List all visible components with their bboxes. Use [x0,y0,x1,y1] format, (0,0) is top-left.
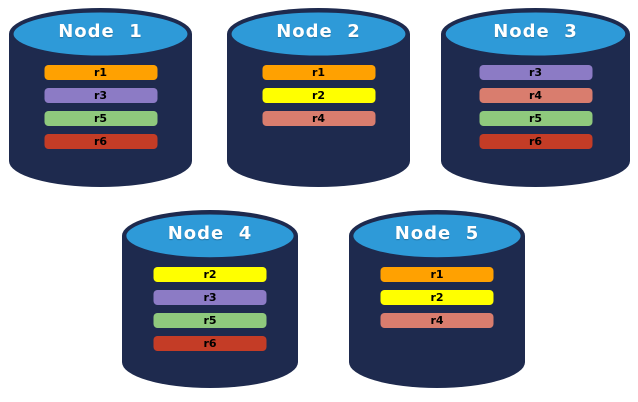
replica-bar-r1: r1 [262,65,375,80]
replica-bar-r5: r5 [479,111,592,126]
replica-bar-r3: r3 [479,65,592,80]
replica-list: r1 r2 r4 [380,267,494,328]
database-node-1: Node 1 r1 r3 r5 r6 [9,8,192,187]
replica-bar-r4: r4 [479,88,592,103]
replica-bar-r6: r6 [44,134,157,149]
node-label: Node 5 [394,223,480,244]
node-label: Node 4 [167,223,253,244]
replica-bar-r4: r4 [262,111,375,126]
replica-bar-r3: r3 [44,88,157,103]
replica-bar-r2: r2 [153,267,267,282]
replica-bar-r4: r4 [380,313,494,328]
replica-list: r3 r4 r5 r6 [479,65,592,149]
replica-bar-r1: r1 [380,267,494,282]
replica-bar-r3: r3 [153,290,267,305]
replica-bar-r5: r5 [44,111,157,126]
node-label: Node 2 [276,21,361,42]
database-node-3: Node 3 r3 r4 r5 r6 [441,8,630,187]
replica-bar-r5: r5 [153,313,267,328]
replica-bar-r6: r6 [479,134,592,149]
node-label: Node 1 [58,21,143,42]
replica-bar-r2: r2 [380,290,494,305]
database-node-5: Node 5 r1 r2 r4 [349,210,525,388]
replica-list: r1 r2 r4 [262,65,375,126]
replica-list: r2 r3 r5 r6 [153,267,267,351]
replica-list: r1 r3 r5 r6 [44,65,157,149]
node-label: Node 3 [493,21,578,42]
replica-bar-r1: r1 [44,65,157,80]
database-node-4: Node 4 r2 r3 r5 r6 [122,210,298,388]
replica-bar-r2: r2 [262,88,375,103]
replica-bar-r6: r6 [153,336,267,351]
database-node-2: Node 2 r1 r2 r4 [227,8,410,187]
